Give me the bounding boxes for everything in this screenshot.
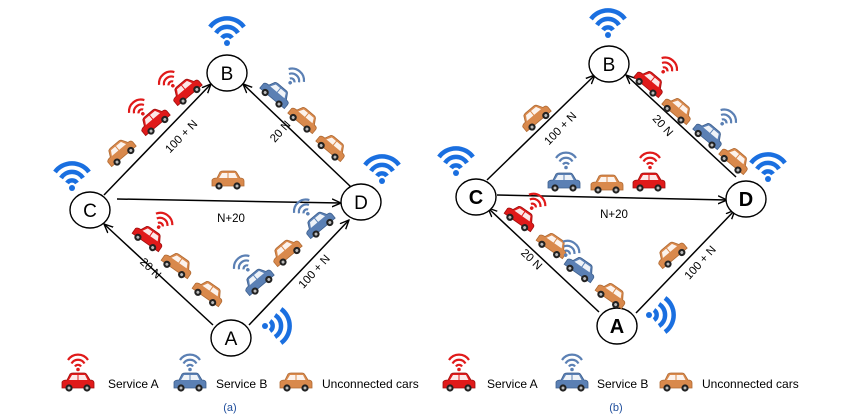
service-a-wifi-icon [638, 151, 662, 171]
service-a-car [167, 73, 205, 109]
caption-a: (a) [223, 402, 236, 414]
edge-a-d [248, 220, 349, 326]
edge-c-b [486, 75, 595, 181]
node-a-label: A [225, 329, 238, 350]
unconnected-car [590, 174, 624, 195]
node-a-wifi-icon [262, 309, 290, 343]
caption-b: (b) [609, 402, 622, 414]
edge-c-d [116, 199, 341, 203]
node-c [69, 191, 111, 229]
legend-service-a-car-icon [442, 372, 476, 393]
legend-service-b-car-icon [555, 372, 589, 393]
edge-d-b [626, 75, 737, 178]
edge-label-ad-b: 100 + N [683, 244, 719, 282]
node-c-label: C [83, 201, 97, 222]
node-a [596, 307, 638, 345]
edge-label-cd-a: N+20 [217, 213, 245, 225]
node-d [725, 180, 767, 218]
edge-a-c [488, 208, 600, 313]
service-a-car [501, 200, 540, 236]
edge-label-ad-a: 100 + N [297, 253, 333, 291]
legend-service-a-car-icon [61, 372, 95, 393]
unconnected-car [516, 99, 554, 135]
unconnected-car [652, 236, 690, 272]
service-a-car [632, 172, 666, 193]
legend-service-b-label: Service B [216, 377, 267, 391]
legend-unconnected-car-icon [659, 372, 693, 393]
unconnected-car [285, 101, 323, 137]
edge-label-ac-b: 20 N [518, 247, 544, 273]
legend-service-a-wifi-icon [66, 353, 90, 373]
node-d-label: D [354, 193, 368, 214]
legend-unconnected-label: Unconnected cars [702, 377, 799, 391]
unconnected-car [267, 234, 305, 270]
node-c-label: C [469, 187, 483, 209]
service-b-wifi-icon [712, 104, 741, 133]
unconnected-car [189, 275, 228, 311]
node-c [455, 178, 497, 216]
node-b-label: B [603, 55, 616, 76]
service-b-wifi-icon [280, 63, 309, 92]
unconnected-car [158, 247, 197, 283]
legend-service-a-wifi-icon [447, 353, 471, 373]
edge-label-ac-a: 20 N [137, 256, 163, 282]
unconnected-car [716, 142, 754, 178]
edge-a-d [635, 210, 735, 314]
edge-label-cd-b: N+20 [600, 209, 628, 221]
node-b [206, 54, 248, 92]
unconnected-car [211, 170, 245, 191]
node-a [210, 319, 252, 357]
node-a-wifi-icon [646, 298, 674, 332]
node-b [588, 45, 630, 83]
service-b-car [257, 76, 295, 112]
node-d [340, 183, 382, 221]
edge-label-cb-a: 100 + N [163, 118, 200, 156]
legend-service-b-label: Service B [597, 377, 648, 391]
legend-unconnected-car-icon [279, 372, 313, 393]
node-d-label: D [739, 189, 753, 211]
service-b-car [547, 172, 581, 193]
service-b-car [561, 251, 600, 287]
service-a-wifi-icon [653, 52, 682, 81]
service-b-car [300, 206, 338, 242]
edge-label-bd-a: 20 N [268, 119, 293, 145]
edge-d-b [243, 84, 352, 188]
service-b-wifi-icon [554, 151, 578, 171]
legend-service-b-wifi-icon [178, 353, 202, 373]
unconnected-car [313, 129, 351, 165]
service-b-car [239, 263, 277, 299]
node-d-wifi-icon [751, 154, 785, 182]
node-c-wifi-icon [55, 163, 89, 191]
node-b-label: B [221, 64, 234, 85]
legend-service-a-label: Service A [108, 377, 159, 391]
legend-service-a-label: Service A [487, 377, 538, 391]
service-a-car [129, 220, 168, 256]
node-b-wifi-icon [591, 10, 625, 38]
edge-a-c [104, 224, 214, 326]
unconnected-car [592, 277, 631, 313]
node-d-wifi-icon [365, 156, 399, 184]
edge-c-b [103, 84, 211, 196]
node-c-wifi-icon [439, 148, 473, 176]
legend-service-b-car-icon [173, 372, 207, 393]
node-a-label: A [610, 316, 624, 338]
node-b-wifi-icon [210, 18, 244, 46]
legend-unconnected-label: Unconnected cars [322, 377, 419, 391]
legend-service-b-wifi-icon [560, 353, 584, 373]
panel-b: A B C D 100 + N 20 N N+20 20 N 100 + N [439, 10, 799, 414]
edge-c-d [496, 194, 727, 200]
panel-a: A B C D 100 + N 20 N N+20 20 N 100 + N [55, 18, 419, 414]
